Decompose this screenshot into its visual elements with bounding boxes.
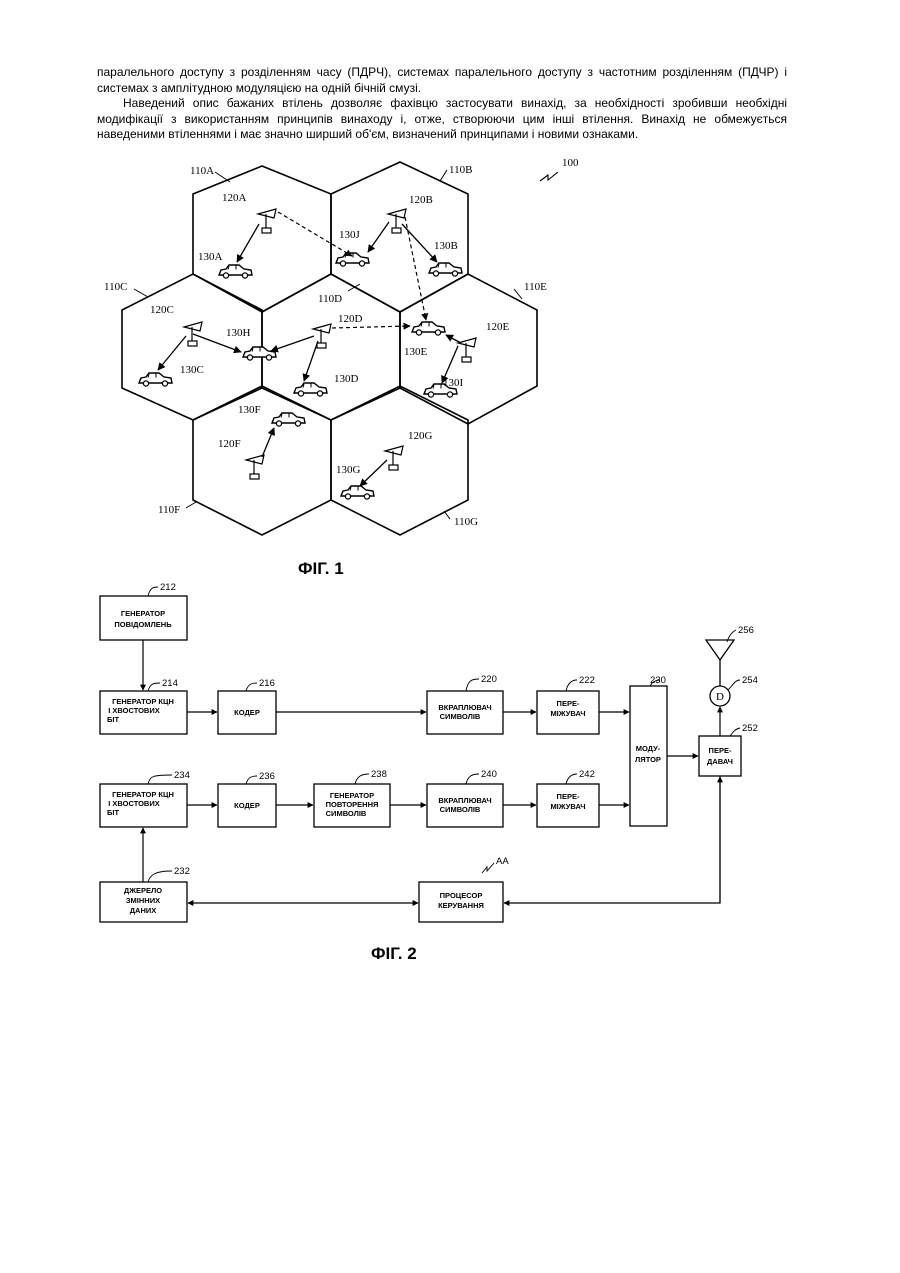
label-238-l3: СИМВОЛІВ xyxy=(326,809,367,818)
label-254: D xyxy=(716,691,724,703)
label-220-l1: ВКРАПЛЮВАЧ xyxy=(438,703,491,712)
label-252-l1: ПЕРЕ- xyxy=(709,746,732,755)
label-236: КОДЕР xyxy=(234,801,260,810)
label-240-l1: ВКРАПЛЮВАЧ xyxy=(438,796,491,805)
num-230: 230 xyxy=(650,675,666,686)
label-234-l1: ГЕНЕРАТОР КЦН xyxy=(112,790,174,799)
label-252-l2: ДАВАЧ xyxy=(707,757,733,766)
label-242-l1: ПЕРЕ- xyxy=(557,792,580,801)
label-232-l3: ДАНИХ xyxy=(130,906,157,915)
label-230-l2: ЛЯТОР xyxy=(635,755,661,764)
num-214: 214 xyxy=(162,678,178,689)
label-212-l1: ГЕНЕРАТОР xyxy=(121,609,165,618)
num-220: 220 xyxy=(481,674,497,685)
num-238: 238 xyxy=(371,769,387,780)
label-222-l1: ПЕРЕ- xyxy=(557,699,580,708)
label-214-l2: І ХВОСТОВИХ xyxy=(108,706,160,715)
antenna-256-icon xyxy=(706,640,734,686)
num-212: 212 xyxy=(160,582,176,593)
num-232: 232 xyxy=(174,866,190,877)
label-212-l2: ПОВІДОМЛЕНЬ xyxy=(114,620,172,629)
label-216: КОДЕР xyxy=(234,708,260,717)
num-222: 222 xyxy=(579,675,595,686)
label-232-l2: ЗМІННИХ xyxy=(126,896,160,905)
label-230-l1: МОДУ- xyxy=(636,744,661,753)
label-232-l1: ДЖЕРЕЛО xyxy=(124,886,162,895)
label-240-l2: СИМВОЛІВ xyxy=(440,805,481,814)
num-236: 236 xyxy=(259,771,275,782)
num-256: 256 xyxy=(738,625,754,636)
label-242-l2: МІЖУВАЧ xyxy=(550,802,585,811)
label-processor-l2: КЕРУВАННЯ xyxy=(438,901,484,910)
num-216: 216 xyxy=(259,678,275,689)
num-252: 252 xyxy=(742,723,758,734)
label-214-l3: БІТ xyxy=(107,715,119,724)
num-254: 254 xyxy=(742,675,758,686)
num-240: 240 xyxy=(481,769,497,780)
figure-2-caption: ФІГ. 2 xyxy=(371,944,417,964)
label-238-l1: ГЕНЕРАТОР xyxy=(330,791,374,800)
label-238-l2: ПОВТОРЕННЯ xyxy=(326,800,379,809)
label-processor-l1: ПРОЦЕСОР xyxy=(440,891,483,900)
label-222-l2: МІЖУВАЧ xyxy=(550,709,585,718)
num-234: 234 xyxy=(174,770,190,781)
label-234-l2: І ХВОСТОВИХ xyxy=(108,799,160,808)
label-220-l2: СИМВОЛІВ xyxy=(440,712,481,721)
num-242: 242 xyxy=(579,769,595,780)
label-234-l3: БІТ xyxy=(107,808,119,817)
fig2-ref-label: AA xyxy=(496,856,509,867)
block-transmitter xyxy=(699,736,741,776)
label-214-l1: ГЕНЕРАТОР КЦН xyxy=(112,697,174,706)
block-message-generator xyxy=(100,596,187,640)
